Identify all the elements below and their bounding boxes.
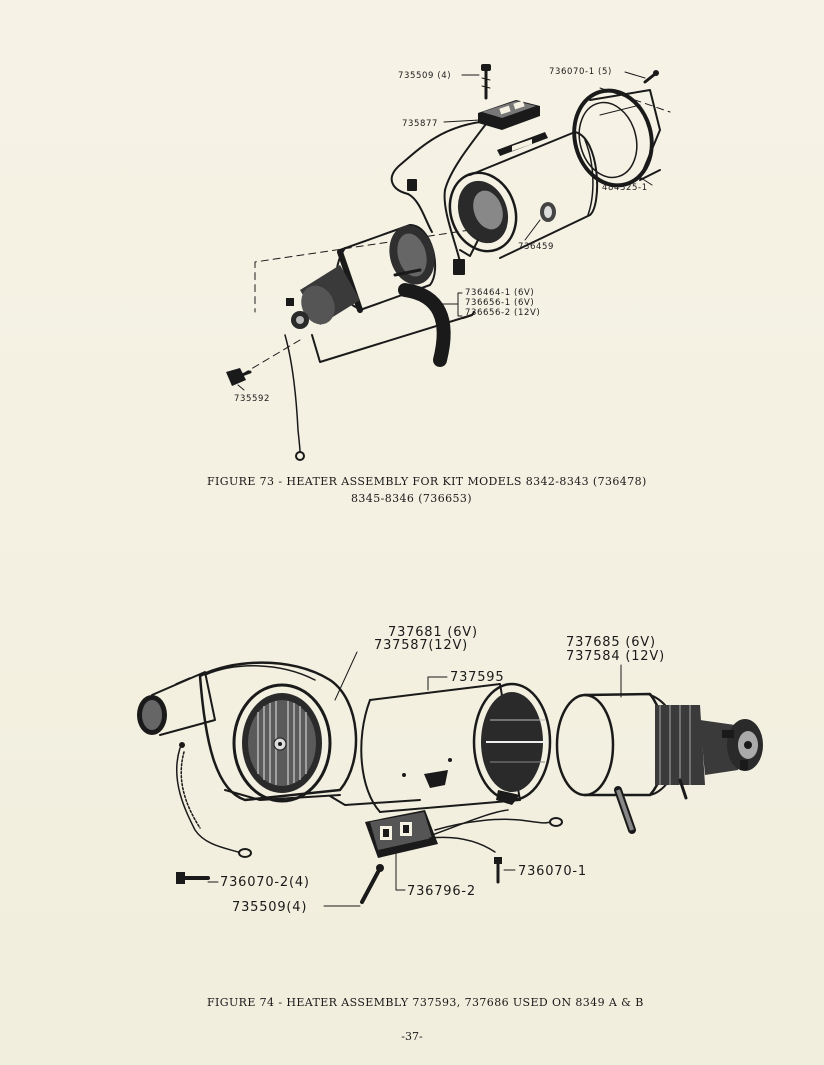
label-735592: 735592 — [234, 394, 270, 404]
label-737595: 737595 — [450, 670, 504, 685]
figure-74-diagram: 737681 (6V) 737587(12V) 737595 737685 (6… — [137, 625, 763, 915]
housing-737595-icon — [329, 682, 552, 813]
label-736459: 736459 — [518, 242, 554, 252]
switch-736796-2-icon — [365, 810, 438, 858]
label-736070-1: 736070-1 (5) — [549, 67, 612, 77]
label-736796-2: 736796-2 — [407, 884, 476, 899]
label-736464-1: 736464-1 (6V) — [465, 288, 534, 298]
ring-484325-icon — [572, 88, 661, 188]
screw-736070-1-icon — [494, 857, 502, 884]
label-735509: 735509(4) — [232, 900, 307, 915]
label-736656-1: 736656-1 (6V) — [465, 298, 534, 308]
label-736656-2: 736656-2 (12V) — [465, 308, 540, 318]
switch-735877-icon — [478, 100, 540, 130]
motor-assembly-icon — [286, 224, 475, 367]
label-736070-2: 736070-2(4) — [220, 875, 310, 890]
label-736070-1: 736070-1 — [518, 864, 587, 879]
label-737584: 737584 (12V) — [566, 649, 665, 664]
label-484325-1: 484325-1 — [602, 183, 648, 193]
figure-74-caption: FIGURE 74 - HEATER ASSEMBLY 737593, 7376… — [207, 996, 644, 1009]
figure-73-diagram: 735509 (4) 736070-1 (5) 735877 484325-1 … — [226, 64, 671, 461]
fan-737681-icon — [137, 661, 358, 803]
label-737685: 737685 (6V) — [566, 635, 656, 650]
plug-735592-icon — [226, 368, 252, 386]
motor-737685-icon — [555, 692, 763, 834]
label-737681: 737681 (6V) — [388, 625, 478, 640]
label-735877: 735877 — [402, 119, 438, 129]
switch-wire-icon — [429, 809, 563, 853]
page-number: -37- — [401, 1030, 423, 1043]
screw-735509-icon — [481, 64, 491, 100]
screw-736070-2-icon — [176, 872, 210, 884]
housing-736459-icon — [448, 131, 599, 259]
figure-73-caption-line2: 8345-8346 (736653) — [351, 492, 472, 505]
label-735509: 735509 (4) — [398, 71, 451, 81]
fan-ground-wire-icon — [176, 747, 252, 858]
switch-wire-icon — [390, 121, 487, 275]
alignment-lines — [235, 87, 671, 379]
screw-736070-1-icon — [643, 70, 659, 84]
figure-73-caption-line1: FIGURE 73 - HEATER ASSEMBLY FOR KIT MODE… — [207, 475, 647, 488]
label-737587: 737587(12V) — [374, 638, 468, 653]
screw-735509-icon — [360, 864, 384, 904]
ground-wire-icon — [284, 334, 305, 461]
